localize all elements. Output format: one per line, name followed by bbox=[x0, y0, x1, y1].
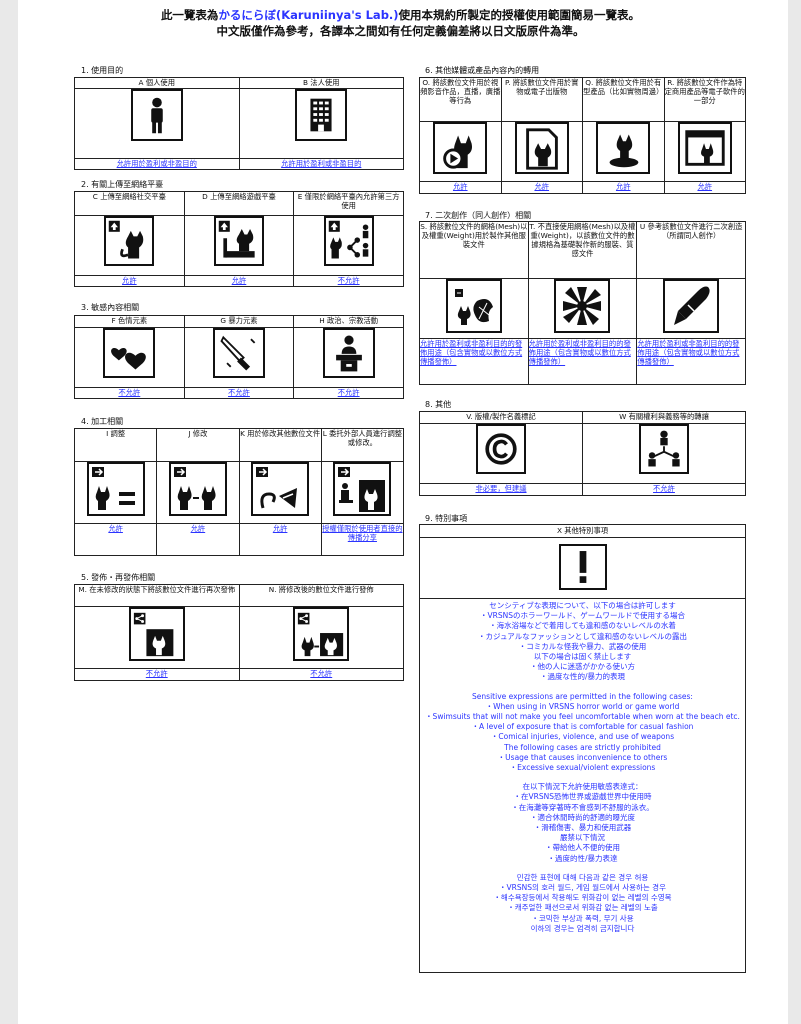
col-label: N. 將修改後的數位文件進行發佈 bbox=[238, 584, 404, 607]
derivative-table: S. 將該數位文件的網格(Mesh)以及權重(Weight)用於製作其他服裝文件… bbox=[419, 221, 746, 385]
modify-other-icon bbox=[251, 462, 310, 516]
other-table: V. 版權/製作名義標記 W 有關權利與義務等的轉讓 非必要，但建議 不允許 bbox=[419, 411, 746, 496]
media-table: O. 將該數位文件用於視頻影音作品，直播，廣播等行為 P. 將該數位文件用於實物… bbox=[419, 77, 746, 194]
texture-icon bbox=[554, 279, 611, 333]
permission-text: 不允許 bbox=[293, 387, 404, 399]
distribution-table: M. 在未修改的狀態下將該數位文件進行再次發佈 N. 將修改後的數位文件進行發佈… bbox=[74, 584, 404, 681]
col-label: A 個人使用 bbox=[74, 77, 240, 89]
col-label: I 調整 bbox=[73, 428, 158, 462]
section-title-sensitive: 3. 敏感內容相關 bbox=[81, 303, 140, 312]
publication-icon bbox=[514, 122, 569, 174]
col-label: C 上傳至網絡社交平臺 bbox=[74, 191, 185, 216]
col-label: O. 將該數位文件用於視頻影音作品，直播，廣播等行為 bbox=[419, 77, 502, 122]
section-title-other: 8. 其他 bbox=[425, 400, 452, 409]
podium-icon bbox=[322, 328, 375, 378]
editing-table: I 調整 J 修改 K 用於修改其他數位文件 L 委托外部人員進行調整或修改。 … bbox=[73, 428, 405, 556]
special-notes-jp: センシティブな表現について、以下の場合は許可します・VRSNSのホラーワールド、… bbox=[477, 601, 688, 682]
adjust-equal-icon bbox=[86, 462, 145, 516]
permission-text: 允許用於盈利或非盈利目的的發佈用途（包含實物或以數位方式傳播發佈） bbox=[636, 338, 746, 385]
special-notes-zh: 在以下情況下允許使用敏感表達式：・在VRSNS恐怖世界或遊戲世界中使用時・在海灘… bbox=[511, 782, 654, 863]
special-notes: センシティブな表現について、以下の場合は許可します・VRSNSのホラーワールド、… bbox=[424, 601, 741, 943]
special-box: X 其他特別事項 センシティブな表現について、以下の場合は許可します・VRSNS… bbox=[419, 524, 746, 973]
permission-text: 不允許 bbox=[183, 387, 295, 399]
share-third-party-icon bbox=[323, 216, 374, 266]
col-label: J 修改 bbox=[156, 428, 240, 462]
col-label: R. 將該數位文件作為特定商用產品等電子軟件的一部分 bbox=[663, 77, 746, 122]
col-label: H 政治、宗教活動 bbox=[293, 315, 404, 328]
section-title-upload: 2. 有關上傳至網絡平臺 bbox=[81, 180, 164, 189]
col-label: M. 在未修改的狀態下將該數位文件進行再次發佈 bbox=[74, 584, 240, 607]
section-title-editing: 4. 加工相關 bbox=[81, 417, 124, 426]
col-label: U 參考該數位文件進行二次創造（所謂同人創作） bbox=[636, 221, 746, 279]
permission-text: 允許用於盈利或非盈利目的的發佈用途（包含實物或以數位方式傳播發佈） bbox=[527, 338, 638, 385]
permission-text: 允許 bbox=[663, 181, 746, 194]
permission-text: 非必要，但建議 bbox=[419, 483, 583, 496]
permission-text: 允許用於盈利或非盈利目的的發佈用途（包含實物或以數位方式傳播發佈） bbox=[419, 338, 529, 385]
hearts-icon bbox=[103, 328, 156, 378]
modify-icon bbox=[168, 462, 227, 516]
upload-game-icon bbox=[213, 216, 264, 266]
col-label: L 委托外部人員進行調整或修改。 bbox=[320, 428, 405, 462]
mesh-clothing-icon bbox=[445, 279, 502, 333]
col-label: S. 將該數位文件的網格(Mesh)以及權重(Weight)用於製作其他服裝文件 bbox=[419, 221, 529, 279]
usage-table: A 個人使用 B 法人使用 允許用於盈利或非盈目的 允許用於盈利或非盈目的 bbox=[74, 77, 404, 170]
header-line-1: 此一覽表為かるにらぼ(Karuniinya's Lab.)使用本規約所製定的授權… bbox=[160, 8, 641, 22]
copyright-icon bbox=[476, 424, 526, 474]
col-label: V. 版權/製作名義標記 bbox=[419, 411, 583, 424]
permission-text: 允許 bbox=[238, 523, 322, 556]
col-label: D 上傳至網絡遊戲平臺 bbox=[183, 191, 295, 216]
col-label: P. 將該數位文件用於實物或電子出版物 bbox=[500, 77, 583, 122]
permission-text: 允許 bbox=[582, 181, 665, 194]
col-label: W 有關權利與義務等的轉讓 bbox=[582, 411, 746, 424]
knife-icon bbox=[212, 328, 265, 378]
redistribute-icon bbox=[128, 607, 185, 661]
header-line-2: 中文版僅作為參考，各譯本之間如有任何定義偏差將以日文版原件為準。 bbox=[216, 24, 585, 38]
transfer-icon bbox=[639, 424, 689, 474]
permission-text: 授權僅限於使用者直接的傳播分享 bbox=[320, 523, 405, 556]
permission-text: 允許用於盈利或非盈目的 bbox=[238, 158, 404, 170]
col-label: T. 不直接使用網格(Mesh)以及權重(Weight)，以該數位文件的數據規格… bbox=[527, 221, 638, 279]
upload-cat-icon bbox=[104, 216, 155, 266]
section-title-usage: 1. 使用目的 bbox=[81, 66, 124, 75]
section-title-distribution: 5. 發佈・再發佈相關 bbox=[81, 573, 156, 582]
video-play-icon bbox=[433, 122, 488, 174]
exclamation-icon bbox=[558, 544, 607, 590]
upload-table: C 上傳至網絡社交平臺 D 上傳至網絡遊戲平臺 E 僅限於網絡平臺內允許第三方使… bbox=[74, 191, 404, 287]
commission-icon bbox=[333, 462, 392, 516]
permission-text: 不允許 bbox=[74, 668, 240, 681]
section-title-media: 6. 其他媒體或產品內容內的轉用 bbox=[425, 66, 540, 75]
special-label: X 其他特別事項 bbox=[420, 525, 745, 538]
permission-text: 允許 bbox=[156, 523, 240, 556]
special-notes-ko: 민감한 표현에 대해 다음과 같은 경우 허용・VRSNS의 호러 월드, 게임… bbox=[493, 872, 672, 933]
person-icon bbox=[130, 89, 183, 141]
permission-text: 不允許 bbox=[293, 275, 404, 287]
section-title-derivative: 7. 二次創作（同人創作）相關 bbox=[425, 211, 532, 220]
section-title-special: 9. 特別事項 bbox=[425, 514, 468, 523]
permission-text: 不允許 bbox=[74, 387, 185, 399]
sensitive-table: F 色情元素 G 暴力元素 H 政治、宗教活動 不允許 不允許 不允許 bbox=[74, 315, 404, 399]
redistribute-modified-icon bbox=[293, 607, 350, 661]
software-window-icon bbox=[677, 122, 732, 174]
col-label: F 色情元素 bbox=[74, 315, 185, 328]
permission-text: 允許 bbox=[419, 181, 502, 194]
col-label: B 法人使用 bbox=[238, 77, 404, 89]
special-notes-en: Sensitive expressions are permitted in t… bbox=[425, 691, 740, 773]
permission-text: 允許 bbox=[500, 181, 583, 194]
col-label: G 暴力元素 bbox=[183, 315, 295, 328]
col-label: E 僅限於網絡平臺內允許第三方使用 bbox=[293, 191, 404, 216]
permission-text: 不允許 bbox=[238, 668, 404, 681]
pen-icon bbox=[663, 279, 720, 333]
col-label: Q. 將該數位文件用於有型產品（比如實物周邊） bbox=[582, 77, 665, 122]
col-label: K 用於修改其他數位文件 bbox=[238, 428, 322, 462]
figure-icon bbox=[596, 122, 651, 174]
permission-text: 允許 bbox=[183, 275, 295, 287]
permission-text: 不允許 bbox=[582, 483, 746, 496]
permission-text: 允許用於盈利或非盈目的 bbox=[74, 158, 240, 170]
permission-text: 允許 bbox=[74, 275, 185, 287]
permission-text: 允許 bbox=[73, 523, 158, 556]
building-icon bbox=[295, 89, 348, 141]
